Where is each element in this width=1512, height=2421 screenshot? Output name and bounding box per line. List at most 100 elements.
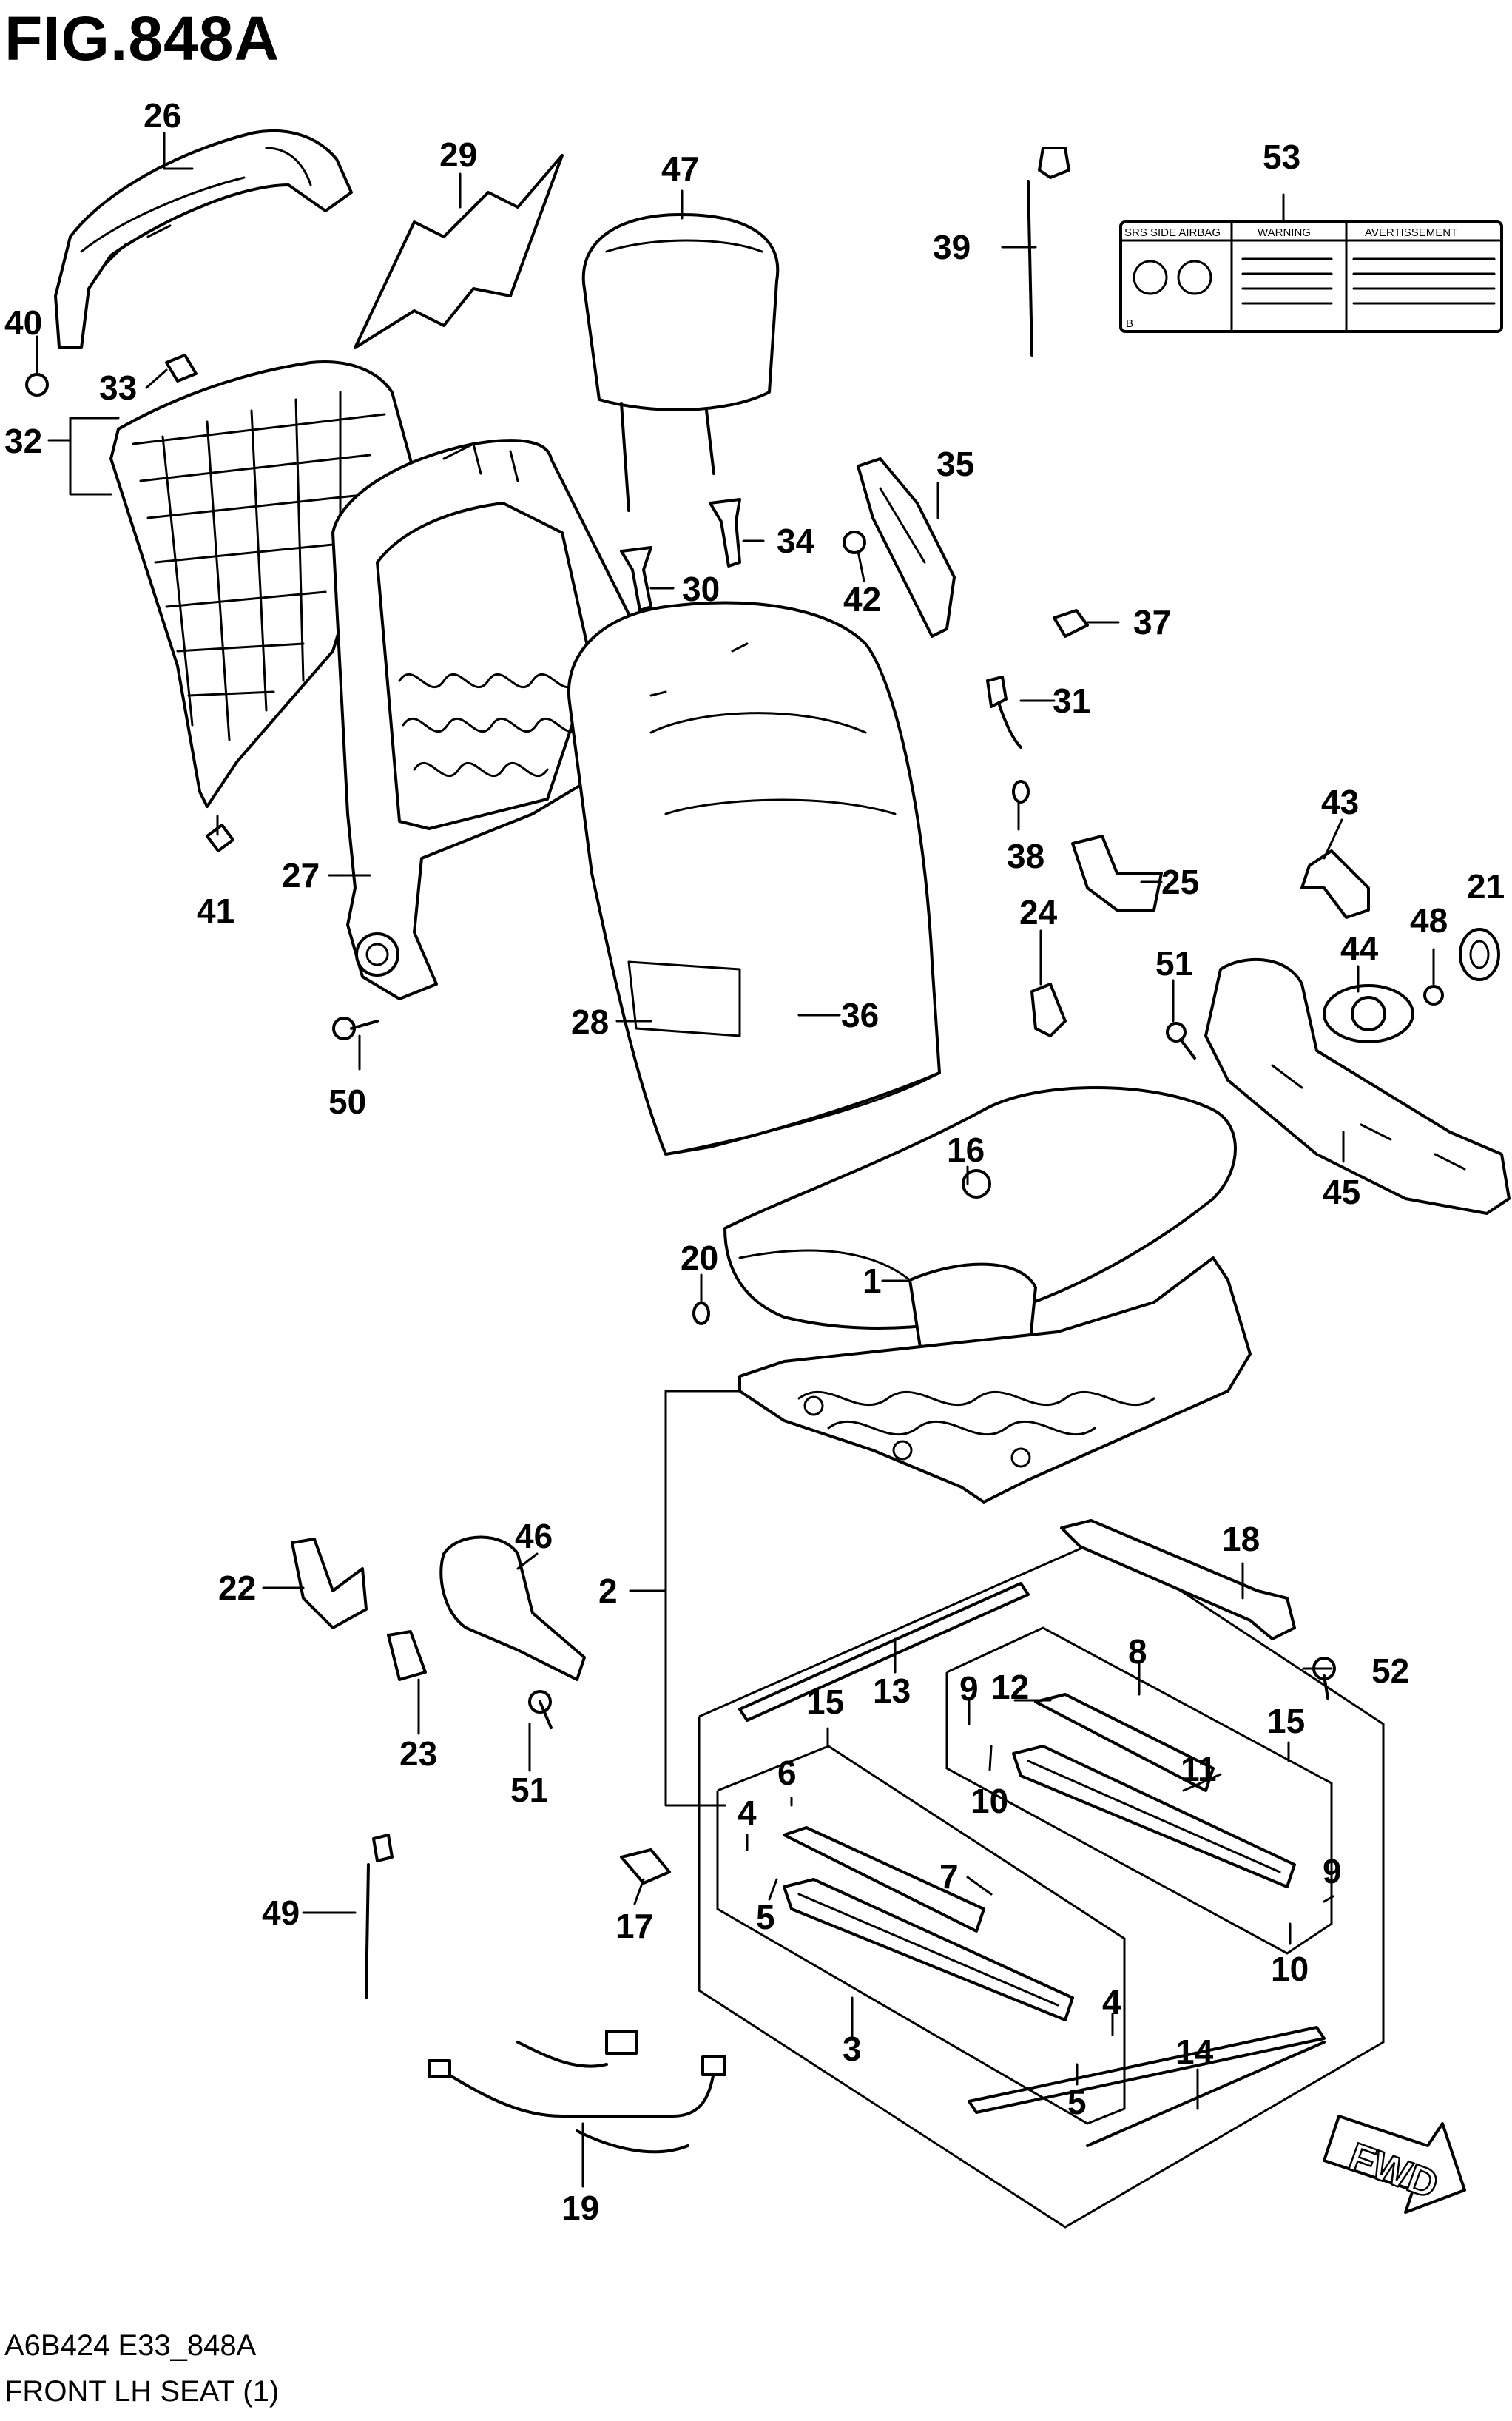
callout-5: 5 bbox=[756, 1898, 775, 1936]
label-plate-header-mid: WARNING bbox=[1258, 226, 1311, 239]
label-plate-corner: B bbox=[1126, 317, 1133, 330]
bracket bbox=[1071, 835, 1163, 912]
recliner-knob bbox=[1323, 984, 1414, 1043]
callout-51b: 51 bbox=[510, 1771, 548, 1809]
callout-50: 50 bbox=[328, 1082, 366, 1121]
callout-52: 52 bbox=[1371, 1651, 1409, 1690]
label-plate-header-left: SRS SIDE AIRBAG bbox=[1124, 226, 1221, 239]
seat-back-frame bbox=[331, 439, 645, 1000]
callout-25: 25 bbox=[1161, 863, 1199, 901]
guide-34 bbox=[709, 498, 741, 568]
callout-27: 27 bbox=[282, 856, 320, 895]
slide-rail-inner-box-8 bbox=[945, 1626, 1333, 1955]
callout-7: 7 bbox=[939, 1857, 959, 1896]
callout-5b: 5 bbox=[1067, 2083, 1087, 2121]
callout-26: 26 bbox=[144, 96, 181, 135]
callout-9b: 9 bbox=[1323, 1852, 1342, 1890]
callout-43: 43 bbox=[1321, 783, 1359, 821]
callout-37: 37 bbox=[1133, 603, 1171, 642]
callout-34: 34 bbox=[777, 522, 815, 560]
bolt-52 bbox=[1312, 1657, 1336, 1700]
guide-30 bbox=[620, 546, 652, 612]
callout-22: 22 bbox=[218, 1569, 256, 1607]
label-plate-header-right: AVERTISSEMENT bbox=[1365, 226, 1457, 239]
cover bbox=[1030, 983, 1067, 1037]
label-plate: SRS SIDE AIRBAG WARNING AVERTISSEMENT B bbox=[1119, 220, 1503, 333]
callout-24: 24 bbox=[1019, 893, 1058, 932]
fastener-clip-33 bbox=[165, 354, 198, 383]
ring-38 bbox=[1012, 780, 1030, 804]
callout-8: 8 bbox=[1128, 1632, 1147, 1671]
bolt-48 bbox=[1423, 985, 1444, 1006]
bolt-51-lower bbox=[528, 1690, 553, 1729]
callout-42: 42 bbox=[843, 580, 881, 619]
callout-40: 40 bbox=[4, 303, 42, 342]
callout-labels: 1 2 3 4 4 5 5 6 7 8 9 9 10 10 11 12 13 1… bbox=[4, 96, 1505, 2227]
callout-51: 51 bbox=[1155, 944, 1193, 983]
callout-30: 30 bbox=[682, 570, 720, 608]
callout-4: 4 bbox=[738, 1794, 757, 1832]
callout-16: 16 bbox=[947, 1131, 985, 1169]
figure-title: FIG.848A bbox=[4, 4, 280, 73]
fastener-41 bbox=[206, 824, 234, 852]
seat-cushion-frame bbox=[738, 1256, 1252, 1504]
harness-19 bbox=[428, 2030, 726, 2154]
callout-6: 6 bbox=[777, 1754, 797, 1792]
wire-18 bbox=[1060, 1519, 1296, 1640]
tie-49 bbox=[365, 1834, 394, 1999]
clip-31 bbox=[986, 676, 1022, 749]
clip-17 bbox=[620, 1848, 671, 1885]
cover-35 bbox=[857, 457, 956, 638]
figure-code: A6B424 E33_848A bbox=[4, 2329, 257, 2362]
nut-37 bbox=[1053, 609, 1089, 638]
callout-20: 20 bbox=[681, 1239, 718, 1277]
seat-back-cushion bbox=[567, 601, 941, 1156]
seat-back-trim-panel bbox=[54, 129, 353, 349]
ring-20 bbox=[692, 1302, 710, 1325]
callout-2: 2 bbox=[598, 1572, 618, 1610]
callout-15: 15 bbox=[806, 1683, 844, 1721]
callout-15b: 15 bbox=[1267, 1702, 1305, 1740]
bolt-50 bbox=[332, 1017, 379, 1040]
leader-lines bbox=[36, 132, 1435, 2188]
lever bbox=[1300, 849, 1370, 919]
callout-28: 28 bbox=[571, 1003, 609, 1041]
callout-4b: 4 bbox=[1102, 1983, 1121, 2021]
slide-rail-right bbox=[1012, 1693, 1296, 1888]
callout-46: 46 bbox=[515, 1517, 553, 1555]
callout-29: 29 bbox=[439, 135, 477, 174]
callout-44: 44 bbox=[1340, 929, 1379, 968]
fwd-arrow: FWD bbox=[1323, 2115, 1466, 2214]
callout-38: 38 bbox=[1007, 837, 1044, 875]
callout-10: 10 bbox=[971, 1782, 1008, 1820]
callout-53: 53 bbox=[1263, 138, 1300, 176]
callout-9: 9 bbox=[959, 1669, 979, 1708]
callout-48: 48 bbox=[1410, 901, 1448, 940]
callout-1: 1 bbox=[863, 1262, 882, 1300]
figure-caption: FRONT LH SEAT (1) bbox=[4, 2375, 280, 2408]
callout-19: 19 bbox=[561, 2189, 599, 2227]
cap bbox=[1459, 928, 1500, 981]
slide-rail-left bbox=[783, 1826, 1074, 2021]
callout-3: 3 bbox=[843, 2030, 862, 2068]
callout-11: 11 bbox=[1181, 1750, 1217, 1788]
callout-10b: 10 bbox=[1271, 1950, 1309, 1988]
callout-23: 23 bbox=[399, 1734, 437, 1773]
callout-12: 12 bbox=[991, 1668, 1029, 1706]
seat-side-cover bbox=[1204, 957, 1511, 1215]
callout-45: 45 bbox=[1323, 1173, 1360, 1211]
trim-wire-13 bbox=[738, 1582, 1030, 1722]
cover-46 bbox=[439, 1535, 586, 1681]
trim-wire-14 bbox=[968, 2026, 1326, 2147]
callout-31: 31 bbox=[1053, 681, 1090, 720]
nut-42 bbox=[843, 531, 866, 554]
callout-35: 35 bbox=[936, 445, 974, 483]
callout-47: 47 bbox=[661, 149, 699, 188]
callout-32: 32 bbox=[4, 422, 42, 460]
callout-18: 18 bbox=[1222, 1520, 1260, 1558]
callout-17: 17 bbox=[615, 1907, 653, 1945]
callout-33: 33 bbox=[99, 368, 137, 407]
tie-39 bbox=[1027, 147, 1070, 357]
fastener-clip-40 bbox=[25, 373, 49, 397]
